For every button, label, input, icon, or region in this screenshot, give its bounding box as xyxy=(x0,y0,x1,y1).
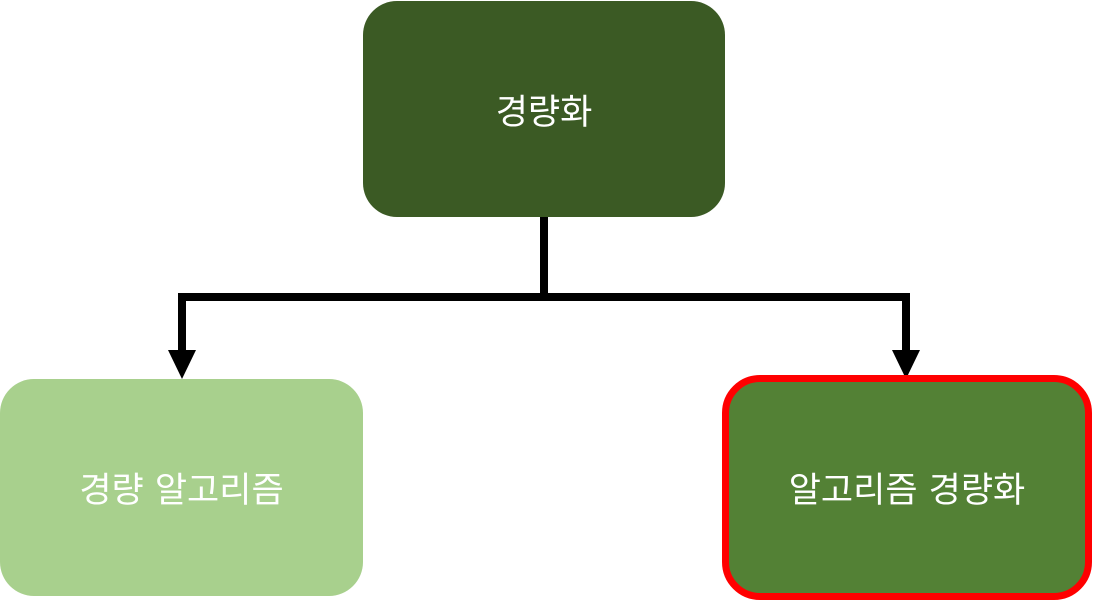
child-node-lightweight-algorithm: 경량 알고리즘 xyxy=(0,379,363,596)
child-node-label: 알고리즘 경량화 xyxy=(788,471,1026,511)
arrowhead-right xyxy=(892,350,920,379)
root-node: 경량화 xyxy=(363,1,725,217)
child-node-algorithm-lightweighting: 알고리즘 경량화 xyxy=(722,375,1092,600)
root-node-label: 경량화 xyxy=(495,92,593,133)
arrowhead-left xyxy=(168,350,196,379)
child-node-label: 경량 알고리즘 xyxy=(79,471,284,511)
